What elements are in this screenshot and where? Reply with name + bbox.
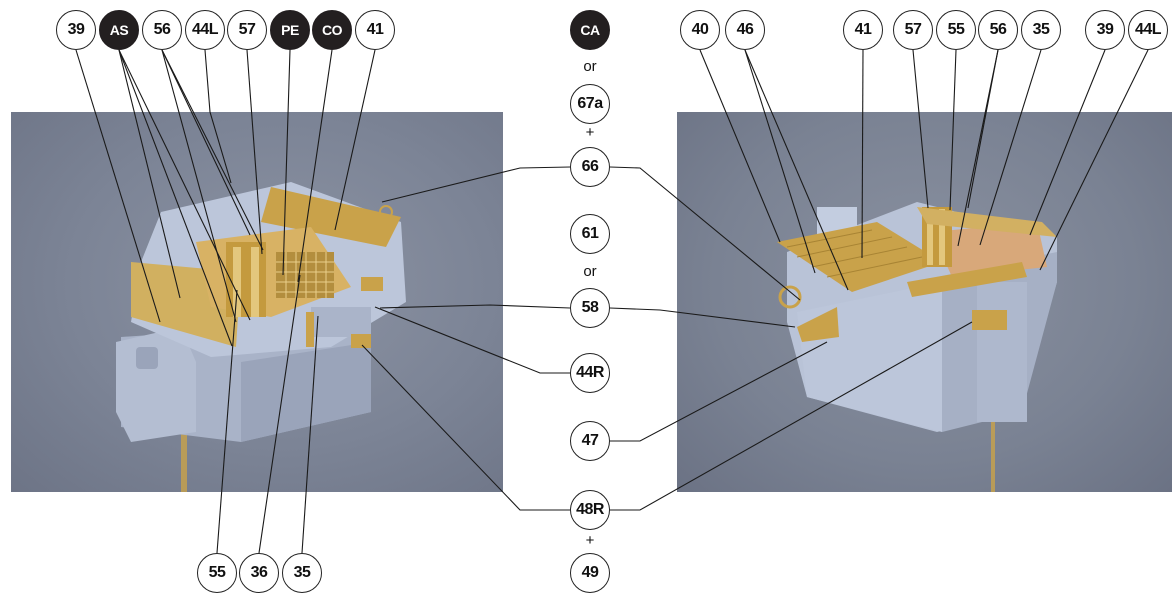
right-model-illustration [777, 202, 1057, 492]
right-model-photo [677, 112, 1172, 492]
leader-line [1039, 49, 1149, 271]
callout-right-40: 40 [680, 10, 720, 50]
callout-left-as: AS [99, 10, 139, 50]
left-model-photo [11, 112, 503, 492]
callout-center-47: 47 [570, 421, 610, 461]
leader-line [161, 49, 264, 251]
callout-center-61: 61 [570, 214, 610, 254]
leader-line [118, 49, 181, 299]
leader-line [297, 49, 333, 283]
callout-center-44r: 44R [570, 353, 610, 393]
callout-bottom-35: 35 [282, 553, 322, 593]
leader-line [282, 49, 291, 276]
leader-line [744, 49, 849, 291]
leader-line [334, 49, 376, 231]
callout-left-co: CO [312, 10, 352, 50]
leader-line [246, 49, 263, 255]
callout-center-48r: 48R [570, 490, 610, 530]
leader-line [75, 49, 161, 323]
callout-right-41: 41 [843, 10, 883, 50]
leader-line [967, 49, 999, 209]
callout-center-49: 49 [570, 553, 610, 593]
or-label-2: or [583, 263, 597, 280]
leader-line [118, 49, 233, 347]
callout-center-66: 66 [570, 147, 610, 187]
plus-label-1: + [585, 124, 595, 141]
callout-right-57: 57 [893, 10, 933, 50]
leader-line [379, 304, 571, 309]
leader-line [161, 49, 237, 323]
left-model-illustration [116, 182, 406, 492]
callout-bottom-55: 55 [197, 553, 237, 593]
leader-line [699, 49, 781, 243]
callout-right-35: 35 [1021, 10, 1061, 50]
callout-left-pe: PE [270, 10, 310, 50]
or-label-1: or [583, 58, 597, 75]
leader-line [374, 306, 570, 374]
leader-line [258, 274, 301, 554]
leader-line [912, 49, 929, 209]
leader-line [161, 49, 251, 236]
leader-line [301, 315, 319, 554]
callout-left-57: 57 [227, 10, 267, 50]
callout-left-44l: 44L [185, 10, 225, 50]
leader-line [744, 49, 816, 274]
callout-right-55: 55 [936, 10, 976, 50]
leader-line [204, 49, 232, 184]
callout-left-41: 41 [355, 10, 395, 50]
callout-bottom-36: 36 [239, 553, 279, 593]
callout-center-67a: 67a [570, 84, 610, 124]
leader-line [861, 49, 864, 259]
plus-label-2: + [585, 532, 595, 549]
callout-right-44l: 44L [1128, 10, 1168, 50]
callout-right-46: 46 [725, 10, 765, 50]
callout-center-58: 58 [570, 288, 610, 328]
leader-line [610, 341, 828, 442]
leader-line [979, 49, 1042, 246]
leader-line [381, 166, 571, 203]
callout-center-ca: CA [570, 10, 610, 50]
leader-line [609, 166, 801, 301]
leader-line [609, 307, 796, 328]
callout-right-56: 56 [978, 10, 1018, 50]
leader-line [949, 49, 957, 211]
leader-line [1029, 49, 1106, 236]
leader-line [118, 49, 251, 321]
leader-line [610, 321, 973, 511]
callout-right-39: 39 [1085, 10, 1125, 50]
leader-line [361, 344, 570, 511]
callout-left-39: 39 [56, 10, 96, 50]
callout-left-56: 56 [142, 10, 182, 50]
leader-line [216, 289, 238, 554]
